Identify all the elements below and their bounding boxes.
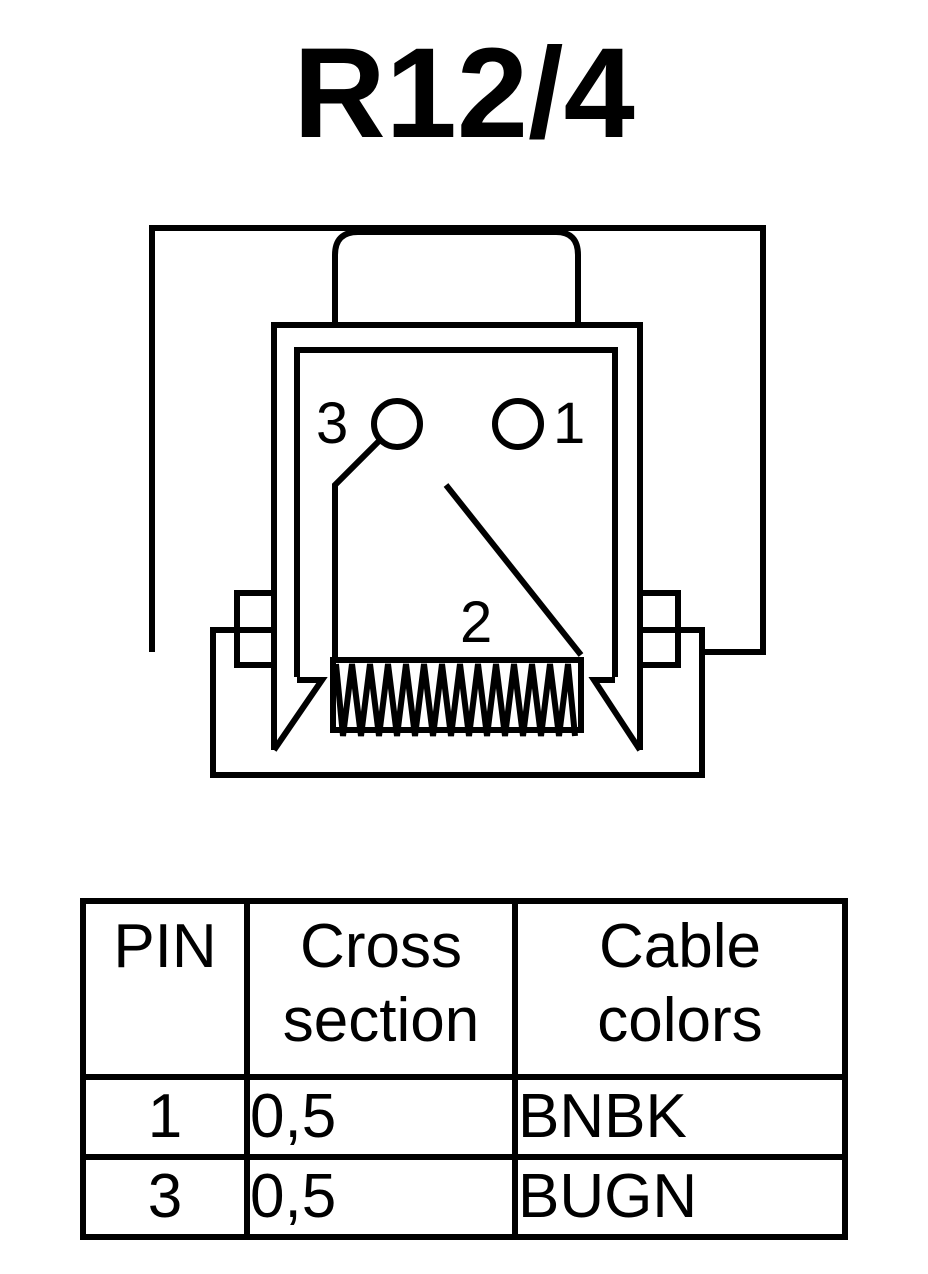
table-row: 3 0,5 BUGN [80,1154,848,1240]
header-pin: PIN [80,898,250,1080]
base-cup [210,627,705,778]
connector-drawing: 3 1 2 [149,225,766,778]
pin-3-contact [371,398,423,450]
insert-inner-frame [294,347,618,677]
table-row: 1 0,5 BNBK [80,1074,848,1160]
header-cross-line-1: Cross [300,912,462,981]
pin-label-2: 2 [460,590,492,655]
spring-box [330,657,584,733]
header-color-line-1: Cable [599,912,761,981]
insert-outer-frame [271,322,643,750]
pin-label-1: 1 [553,391,585,456]
header-cross-line-2: section [282,986,480,1055]
pin-2-wire [443,483,584,657]
header-cable-colors: Cable colors [512,898,848,1080]
spring-zigzag [333,663,578,737]
pin-3-wire [332,437,383,660]
cell-pin: 3 [80,1154,250,1240]
outer-housing [149,225,766,655]
right-tab [637,590,681,668]
header-cross-section: Cross section [244,898,518,1080]
diagram-title: R12/4 [293,22,635,165]
pin-table: PIN Cross section Cable colors 1 0,5 BNB… [80,898,848,1240]
header-pin-line: PIN [113,912,217,981]
right-wedge [588,677,643,752]
cell-pin: 1 [80,1074,250,1160]
cell-cross-section: 0,5 [244,1074,518,1160]
header-color-line-2: colors [597,986,763,1055]
cell-cable-color: BUGN [512,1154,848,1240]
cell-cross-section: 0,5 [244,1154,518,1240]
pin-1-contact [492,398,544,450]
table-header-row: PIN Cross section Cable colors [80,898,848,1080]
pin-label-3: 3 [316,391,348,456]
top-latch [332,229,581,322]
left-wedge [271,677,328,752]
cell-cable-color: BNBK [512,1074,848,1160]
left-tab [234,590,277,668]
